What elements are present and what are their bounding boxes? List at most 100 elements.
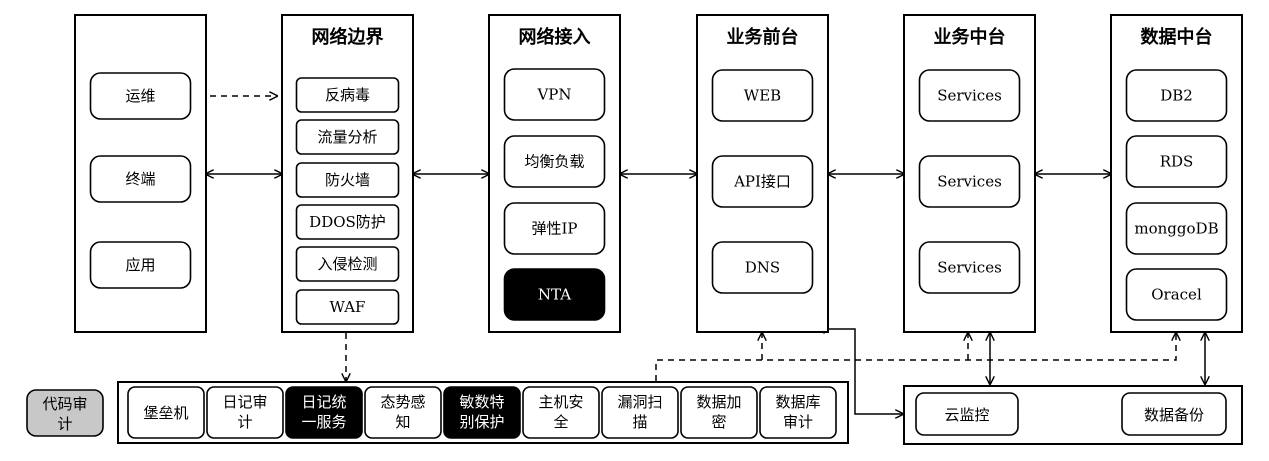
column-title: 业务中台	[934, 26, 1006, 48]
node-box	[918, 69, 1021, 122]
security-text: 漏洞扫	[617, 393, 662, 411]
node-box	[89, 155, 192, 203]
node-label: 反病毒	[325, 86, 370, 104]
node-label: Services	[937, 173, 1002, 191]
node-box	[711, 155, 814, 208]
security-text: 态势感	[380, 393, 425, 411]
column-title: 数据中台	[1141, 26, 1213, 48]
node-label: API接口	[733, 173, 791, 191]
node-label: 流量分析	[317, 128, 377, 146]
monitor-area: 云监控 数据备份	[903, 385, 1243, 445]
column-title: 网络接入	[519, 26, 591, 48]
node-5-3: Oracel	[1125, 268, 1228, 321]
node-label: 应用	[125, 256, 155, 274]
security-text: 数据库	[775, 393, 820, 411]
code-audit-text: 计	[57, 415, 72, 433]
node-0-1: 终端	[89, 155, 192, 203]
node-box	[1125, 135, 1228, 188]
node-label: 运维	[125, 87, 155, 105]
security-box	[127, 386, 205, 439]
node-2-2: 弹性IP	[503, 202, 606, 255]
security-text: 堡垒机	[143, 404, 188, 422]
node-box	[503, 202, 606, 255]
node-label: Services	[937, 259, 1002, 277]
node-2-3: NTA	[503, 268, 606, 321]
security-box	[364, 386, 442, 439]
security-text: 密	[711, 413, 726, 431]
node-box	[295, 119, 400, 155]
code-audit-text: 代码审	[42, 395, 87, 413]
connectors	[188, 96, 1205, 414]
security-text: 知	[395, 413, 410, 431]
node-label: 终端	[125, 170, 155, 188]
node-label: DNS	[745, 259, 780, 277]
column-title: 网络边界	[312, 26, 384, 48]
node-4-0: Services	[918, 69, 1021, 122]
scan-dashed-link	[655, 333, 1176, 381]
security-box	[206, 386, 284, 439]
node-box	[89, 72, 192, 120]
node-4-1: Services	[918, 155, 1021, 208]
security-box	[522, 386, 600, 439]
node-label: 弹性IP	[531, 220, 577, 238]
node-box	[918, 241, 1021, 294]
column-title: 业务前台	[727, 26, 799, 48]
node-box	[503, 135, 606, 188]
node-5-1: RDS	[1125, 135, 1228, 188]
security-box	[601, 386, 679, 439]
node-label: 均衡负载	[524, 153, 584, 171]
node-box	[295, 246, 400, 282]
security-box	[759, 386, 837, 439]
node-1-4: 入侵检测	[295, 246, 400, 282]
node-label: monggoDB	[1134, 220, 1218, 238]
node-box	[711, 241, 814, 294]
data-backup-label: 数据备份	[1144, 406, 1204, 424]
security-text: 主机安	[538, 393, 583, 411]
code-audit-box	[26, 389, 104, 437]
node-label: WEB	[744, 87, 781, 105]
node-box	[918, 155, 1021, 208]
column-3: 业务前台 WEB API接口 DNS	[696, 14, 829, 333]
node-box	[295, 289, 400, 325]
node-label: WAF	[330, 298, 366, 316]
node-label: DB2	[1160, 87, 1193, 105]
node-1-1: 流量分析	[295, 119, 400, 155]
security-text: 一服务	[301, 413, 346, 431]
node-label: Oracel	[1151, 286, 1202, 304]
node-box	[503, 68, 606, 121]
node-label: VPN	[536, 86, 571, 104]
node-1-2: 防火墙	[295, 162, 400, 198]
node-box	[1125, 69, 1228, 122]
node-label: NTA	[538, 286, 571, 304]
node-0-0: 运维	[89, 72, 192, 120]
node-box	[1125, 202, 1228, 255]
security-box	[443, 386, 521, 439]
node-2-1: 均衡负载	[503, 135, 606, 188]
security-text: 审计	[783, 413, 813, 431]
node-label: DDOS防护	[309, 213, 386, 231]
node-box	[1125, 268, 1228, 321]
security-box	[285, 386, 363, 439]
security-text: 全	[553, 413, 568, 431]
security-item-0: 堡垒机	[127, 386, 205, 439]
node-box	[711, 69, 814, 122]
security-box	[680, 386, 758, 439]
cloud-monitor-box	[915, 392, 1019, 436]
node-box	[295, 204, 400, 240]
cloud-monitor-label: 云监控	[944, 406, 989, 424]
node-3-1: API接口	[711, 155, 814, 208]
security-text: 数据加	[696, 393, 741, 411]
bottom-section: 代码审计堡垒机日记审计日记统一服务态势感知敏数特别保护主机安全漏洞扫描数据加密数…	[26, 381, 1243, 445]
